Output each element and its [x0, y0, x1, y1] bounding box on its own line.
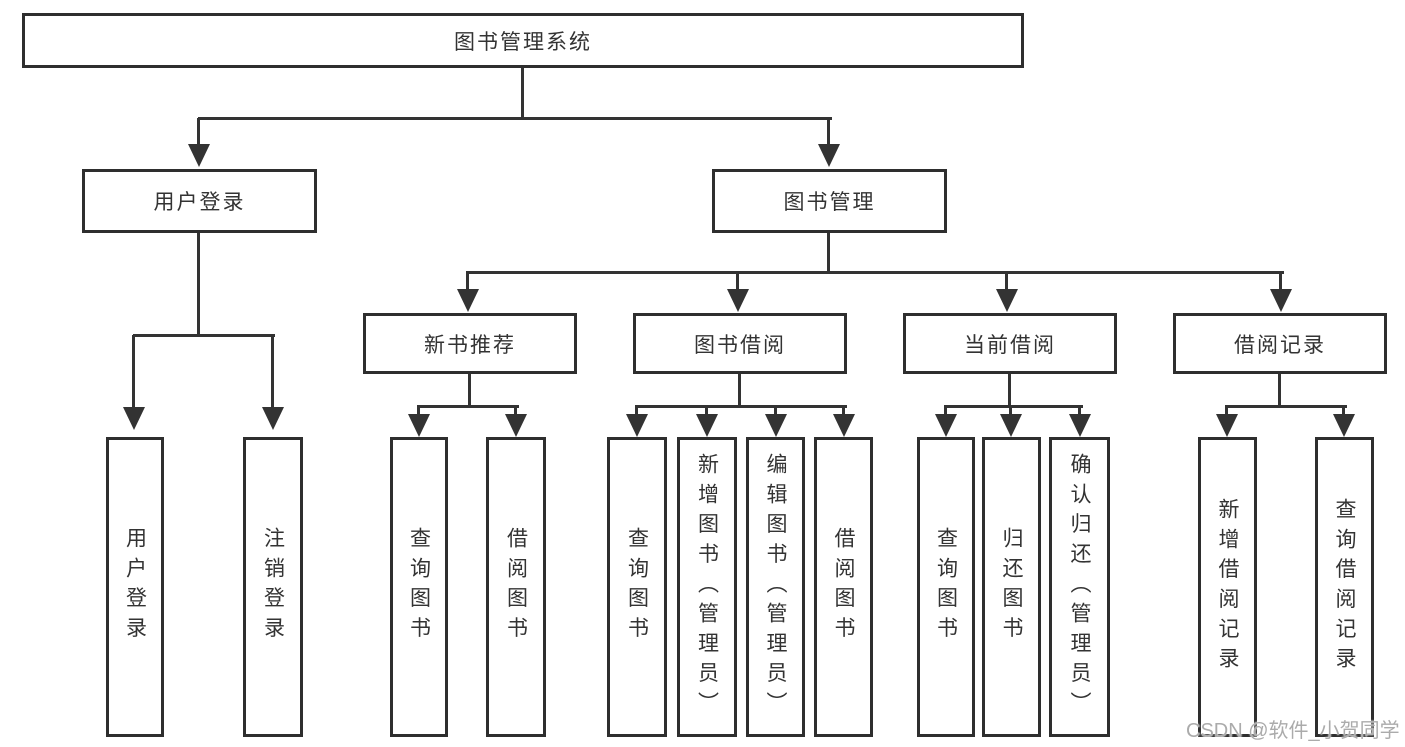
- node-label: 图书借阅: [694, 333, 786, 357]
- arrow-stem: [1225, 406, 1228, 416]
- arrow-stem: [705, 406, 708, 416]
- node-leaf-return-books: 归还图书: [982, 437, 1041, 737]
- arrowhead-down-icon: [935, 414, 957, 437]
- arrow-stem: [1078, 406, 1081, 416]
- node-root-library-system: 图书管理系统: [22, 13, 1024, 68]
- arrowhead-down-icon: [765, 414, 787, 437]
- node-label: 借阅记录: [1234, 333, 1326, 357]
- arrowhead-down-icon: [727, 289, 749, 312]
- node-leaf-query-borrowing-record: 查询借阅记录: [1315, 437, 1374, 737]
- arrowhead-down-icon: [996, 289, 1018, 312]
- node-book-management: 图书管理: [712, 169, 947, 233]
- arrow-stem: [197, 118, 200, 146]
- arrowhead-down-icon: [1069, 414, 1091, 437]
- node-label: 当前借阅: [964, 333, 1056, 357]
- connector-line: [198, 117, 832, 120]
- arrowhead-down-icon: [457, 289, 479, 312]
- csdn-watermark: CSDN @软件_小贺同学: [1186, 720, 1400, 742]
- node-leaf-borrow-books-recommend: 借阅图书: [486, 437, 546, 737]
- connector-line: [468, 374, 471, 408]
- connector-line: [1008, 374, 1011, 408]
- connector-line: [1225, 405, 1347, 408]
- arrow-stem: [842, 406, 845, 416]
- node-label: 用户登录: [153, 191, 246, 214]
- arrow-stem: [1009, 406, 1012, 416]
- node-leaf-add-books-admin: 新增图书（管理员）: [677, 437, 737, 737]
- node-book-borrowing: 图书借阅: [633, 313, 847, 374]
- arrowhead-down-icon: [1216, 414, 1238, 437]
- arrowhead-down-icon: [188, 144, 210, 167]
- node-label: 查询图书: [934, 527, 958, 647]
- node-label: 查询图书: [625, 527, 649, 647]
- node-leaf-edit-books-admin: 编辑图书（管理员）: [746, 437, 805, 737]
- connector-line: [467, 271, 1284, 274]
- connector-line: [635, 405, 847, 408]
- node-label: 图书管理系统: [454, 30, 592, 54]
- arrow-stem: [132, 335, 135, 409]
- arrowhead-down-icon: [408, 414, 430, 437]
- node-leaf-query-books-recommend: 查询图书: [390, 437, 448, 737]
- node-leaf-query-books-current: 查询图书: [917, 437, 975, 737]
- node-label: 归还图书: [1000, 527, 1023, 647]
- node-user-login: 用户登录: [82, 169, 317, 233]
- arrow-stem: [635, 406, 638, 416]
- node-current-borrowing: 当前借阅: [903, 313, 1117, 374]
- node-new-book-recommendation: 新书推荐: [363, 313, 577, 374]
- arrow-stem: [417, 406, 420, 416]
- arrow-stem: [944, 406, 947, 416]
- arrowhead-down-icon: [833, 414, 855, 437]
- node-label: 借阅图书: [504, 527, 528, 647]
- arrow-stem: [466, 271, 469, 291]
- node-label: 用户登录: [123, 527, 147, 647]
- node-label: 查询图书: [407, 527, 431, 647]
- node-leaf-logout: 注销登录: [243, 437, 303, 737]
- arrow-stem: [736, 271, 739, 291]
- node-label: 查询借阅记录: [1333, 497, 1356, 677]
- arrow-stem: [271, 335, 274, 409]
- arrowhead-down-icon: [1333, 414, 1355, 437]
- connector-line: [1278, 374, 1281, 408]
- arrowhead-down-icon: [1000, 414, 1022, 437]
- arrowhead-down-icon: [262, 407, 284, 430]
- arrowhead-down-icon: [696, 414, 718, 437]
- arrowhead-down-icon: [626, 414, 648, 437]
- node-label: 确认归还（管理员）: [1068, 452, 1091, 722]
- arrow-stem: [1342, 406, 1345, 416]
- node-label: 注销登录: [261, 527, 285, 647]
- node-leaf-user-login: 用户登录: [106, 437, 164, 737]
- arrow-stem: [1279, 271, 1282, 291]
- connector-line: [417, 405, 519, 408]
- connector-line: [133, 334, 275, 337]
- connector-line: [827, 233, 830, 274]
- node-label: 图书管理: [783, 191, 876, 214]
- arrow-stem: [1005, 271, 1008, 291]
- connector-line: [521, 68, 524, 120]
- arrowhead-down-icon: [1270, 289, 1292, 312]
- node-borrowing-records: 借阅记录: [1173, 313, 1387, 374]
- node-leaf-borrow-books-borrowing: 借阅图书: [814, 437, 873, 737]
- node-label: 新书推荐: [424, 333, 516, 357]
- arrow-stem: [827, 118, 830, 146]
- node-leaf-add-borrowing-record: 新增借阅记录: [1198, 437, 1257, 737]
- node-leaf-confirm-return-admin: 确认归还（管理员）: [1049, 437, 1110, 737]
- connector-line: [944, 405, 1083, 408]
- arrowhead-down-icon: [505, 414, 527, 437]
- node-label: 新增图书（管理员）: [695, 452, 719, 722]
- node-label: 新增借阅记录: [1216, 497, 1239, 677]
- node-leaf-query-books-borrowing: 查询图书: [607, 437, 667, 737]
- arrow-stem: [774, 406, 777, 416]
- arrow-stem: [514, 406, 517, 416]
- arrowhead-down-icon: [123, 407, 145, 430]
- connector-line: [738, 374, 741, 408]
- connector-line: [197, 233, 200, 337]
- node-label: 借阅图书: [832, 527, 855, 647]
- node-label: 编辑图书（管理员）: [764, 452, 787, 722]
- arrowhead-down-icon: [818, 144, 840, 167]
